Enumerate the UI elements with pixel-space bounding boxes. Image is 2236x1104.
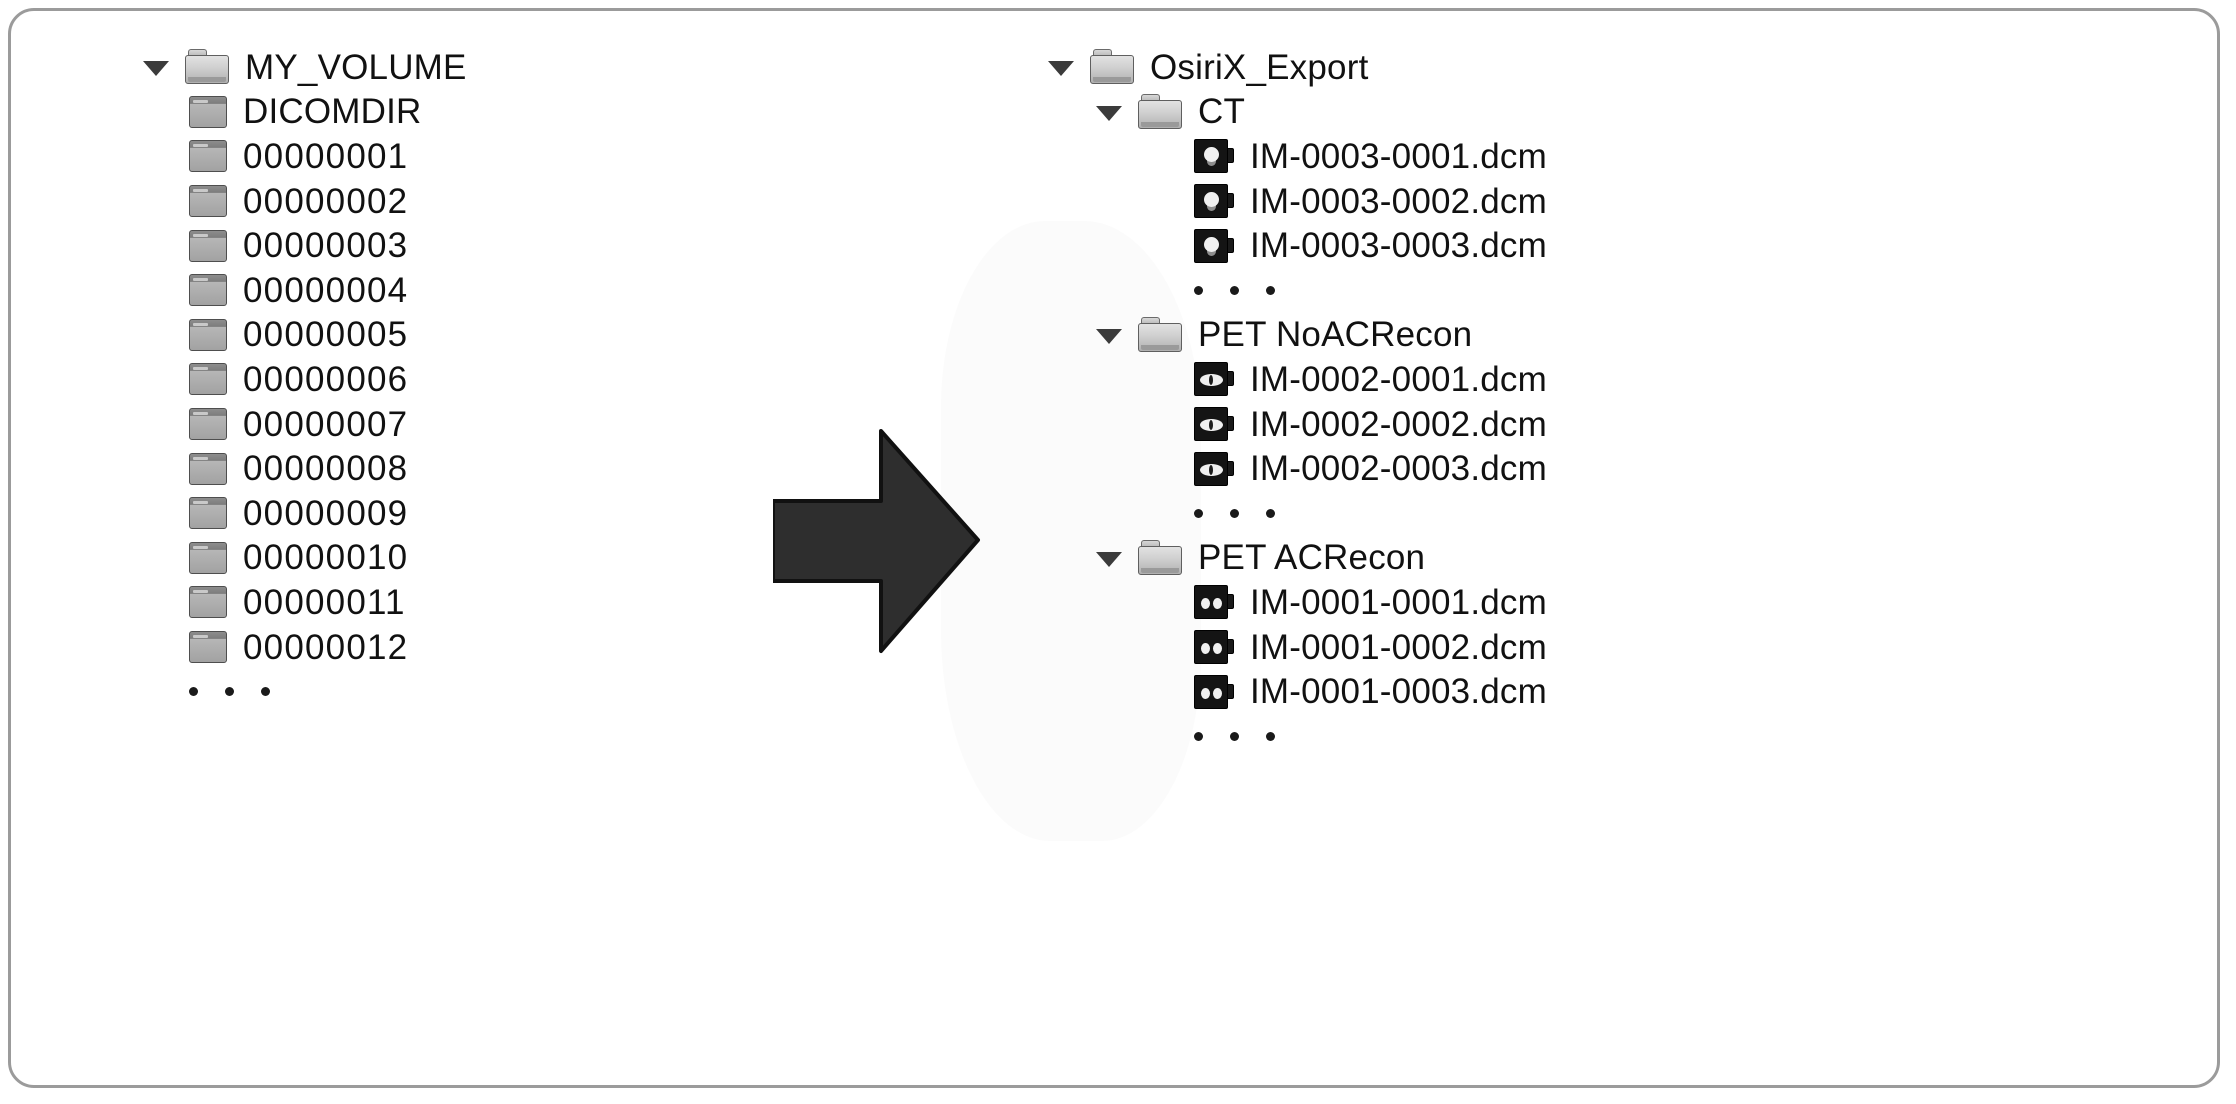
dicom-pet-ac-thumbnail-icon xyxy=(1194,630,1234,665)
file-label: IM-0002-0002.dcm xyxy=(1250,404,1547,444)
folder-row-ct[interactable]: CT xyxy=(1046,90,1547,135)
list-item[interactable]: 00000008 xyxy=(141,446,467,491)
list-item[interactable]: 00000005 xyxy=(141,313,467,358)
file-label: IM-0002-0001.dcm xyxy=(1250,359,1547,399)
triangle-down-icon[interactable] xyxy=(1046,45,1076,89)
file-icon xyxy=(189,631,227,664)
truncation-ellipsis xyxy=(1046,491,1547,536)
list-item[interactable]: IM-0001-0001.dcm xyxy=(1046,580,1547,625)
file-label: IM-0003-0003.dcm xyxy=(1250,226,1547,266)
file-icon xyxy=(189,363,227,396)
file-label: 00000007 xyxy=(243,404,409,444)
list-item[interactable]: IM-0002-0001.dcm xyxy=(1046,357,1547,402)
tree-root-osirix-export[interactable]: OsiriX_Export xyxy=(1046,45,1547,90)
dicom-pet-ac-thumbnail-icon xyxy=(1194,585,1234,620)
file-label: IM-0003-0001.dcm xyxy=(1250,136,1547,176)
dicom-ct-thumbnail-icon xyxy=(1194,228,1234,263)
folder-icon xyxy=(1090,49,1134,85)
file-label: DICOMDIR xyxy=(243,92,422,132)
file-label: 00000009 xyxy=(243,493,409,533)
file-label: 00000006 xyxy=(243,359,409,399)
dicom-pet-noac-thumbnail-icon xyxy=(1194,451,1234,486)
list-item[interactable]: IM-0003-0003.dcm xyxy=(1046,223,1547,268)
file-label: IM-0003-0002.dcm xyxy=(1250,181,1547,221)
dicom-ct-thumbnail-icon xyxy=(1194,139,1234,174)
folder-label: PET ACRecon xyxy=(1198,538,1426,578)
file-icon xyxy=(189,541,227,574)
list-item[interactable]: 00000010 xyxy=(141,536,467,581)
file-label: 00000012 xyxy=(243,627,409,667)
source-directory-tree: MY_VOLUME DICOMDIR 00000001 00000002 000… xyxy=(141,45,467,714)
file-label: 00000011 xyxy=(243,582,406,622)
list-item[interactable]: 00000002 xyxy=(141,179,467,224)
tree-root-label: OsiriX_Export xyxy=(1150,47,1369,87)
list-item[interactable]: 00000004 xyxy=(141,268,467,313)
ellipsis-dots xyxy=(1194,714,1302,759)
list-item[interactable]: 00000012 xyxy=(141,625,467,670)
list-item[interactable]: DICOMDIR xyxy=(141,90,467,135)
list-item[interactable]: 00000009 xyxy=(141,491,467,536)
list-item[interactable]: IM-0001-0003.dcm xyxy=(1046,669,1547,714)
figure-frame: MY_VOLUME DICOMDIR 00000001 00000002 000… xyxy=(8,8,2220,1088)
dicom-pet-noac-thumbnail-icon xyxy=(1194,362,1234,397)
file-label: IM-0001-0003.dcm xyxy=(1250,672,1547,712)
truncation-ellipsis xyxy=(141,669,467,714)
file-icon xyxy=(189,318,227,351)
list-item[interactable]: IM-0002-0002.dcm xyxy=(1046,402,1547,447)
truncation-ellipsis xyxy=(1046,714,1547,759)
ellipsis-dots xyxy=(189,669,297,714)
exported-directory-tree: OsiriX_Export CT IM-0003-0001.dcm IM-000… xyxy=(1046,45,1547,759)
ellipsis-dots xyxy=(1194,491,1302,536)
ellipsis-dots xyxy=(1194,268,1302,313)
file-icon xyxy=(189,408,227,441)
file-label: 00000008 xyxy=(243,449,409,489)
list-item[interactable]: 00000006 xyxy=(141,357,467,402)
file-label: IM-0001-0002.dcm xyxy=(1250,627,1547,667)
dicom-pet-noac-thumbnail-icon xyxy=(1194,407,1234,442)
file-label: 00000010 xyxy=(243,538,409,578)
file-label: 00000003 xyxy=(243,226,409,266)
file-label: 00000001 xyxy=(243,136,409,176)
dicom-pet-ac-thumbnail-icon xyxy=(1194,674,1234,709)
dicom-ct-thumbnail-icon xyxy=(1194,184,1234,219)
file-icon xyxy=(189,229,227,262)
tree-root-my-volume[interactable]: MY_VOLUME xyxy=(141,45,467,90)
file-label: 00000002 xyxy=(243,181,409,221)
file-icon xyxy=(189,452,227,485)
list-item[interactable]: IM-0003-0001.dcm xyxy=(1046,134,1547,179)
file-icon xyxy=(189,185,227,218)
folder-row-pet-noacrecon[interactable]: PET NoACRecon xyxy=(1046,313,1547,358)
folder-icon xyxy=(185,49,229,85)
folder-icon xyxy=(1138,316,1182,353)
file-label: IM-0001-0001.dcm xyxy=(1250,582,1547,622)
list-item[interactable]: IM-0001-0002.dcm xyxy=(1046,625,1547,670)
list-item[interactable]: 00000011 xyxy=(141,580,467,625)
file-icon xyxy=(189,274,227,307)
flow-arrow-icon xyxy=(771,423,983,658)
folder-icon xyxy=(1138,93,1182,130)
folder-row-pet-acrecon[interactable]: PET ACRecon xyxy=(1046,536,1547,581)
file-label: 00000004 xyxy=(243,270,409,310)
triangle-down-icon[interactable] xyxy=(1094,536,1124,580)
truncation-ellipsis xyxy=(1046,268,1547,313)
triangle-down-icon[interactable] xyxy=(1094,313,1124,357)
file-label: 00000005 xyxy=(243,315,409,355)
file-icon xyxy=(189,95,227,128)
list-item[interactable]: 00000001 xyxy=(141,134,467,179)
list-item[interactable]: 00000003 xyxy=(141,223,467,268)
file-icon xyxy=(189,586,227,619)
tree-root-label: MY_VOLUME xyxy=(245,47,467,87)
list-item[interactable]: IM-0003-0002.dcm xyxy=(1046,179,1547,224)
folder-label: PET NoACRecon xyxy=(1198,315,1473,355)
triangle-down-icon[interactable] xyxy=(1094,90,1124,134)
list-item[interactable]: 00000007 xyxy=(141,402,467,447)
folder-icon xyxy=(1138,539,1182,576)
file-icon xyxy=(189,140,227,173)
folder-label: CT xyxy=(1198,92,1246,132)
triangle-down-icon[interactable] xyxy=(141,45,171,89)
list-item[interactable]: IM-0002-0003.dcm xyxy=(1046,446,1547,491)
file-label: IM-0002-0003.dcm xyxy=(1250,449,1547,489)
file-icon xyxy=(189,497,227,530)
